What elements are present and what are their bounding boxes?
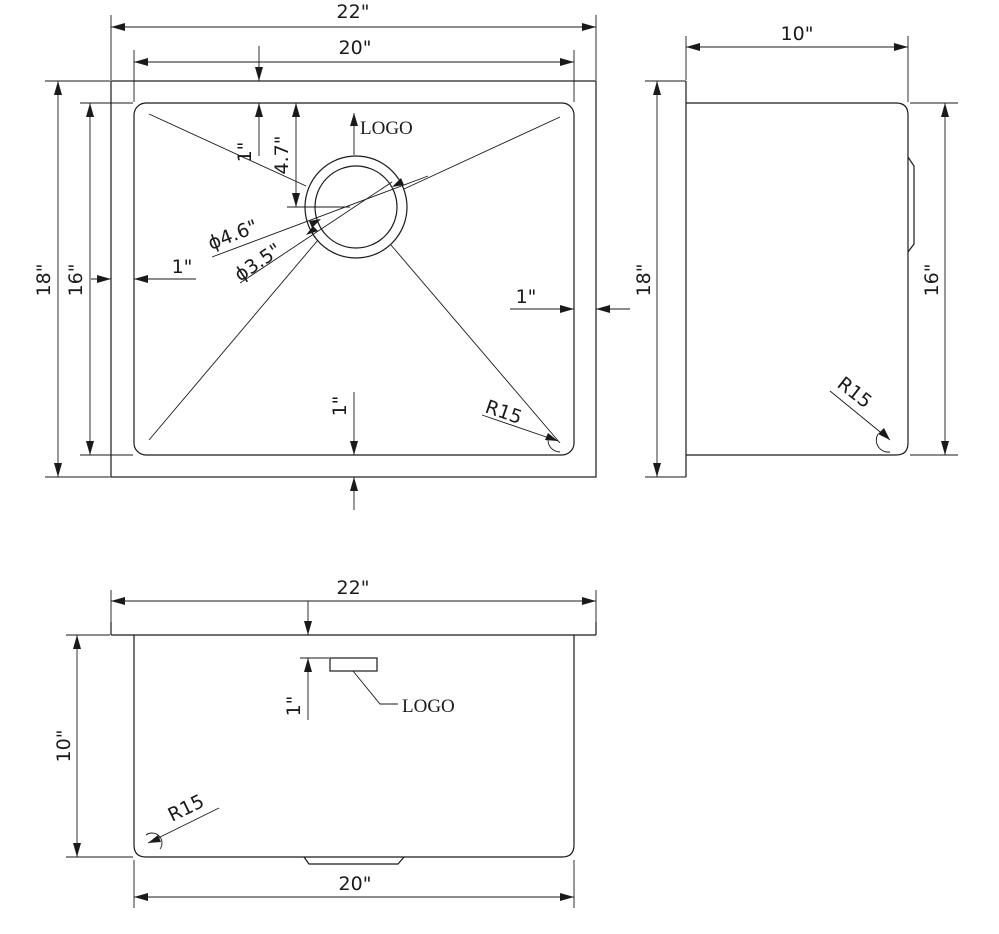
top-rear-margin-label: 1"	[234, 142, 256, 163]
slope-line	[148, 113, 307, 187]
front-bottom-width-label: 20"	[339, 873, 372, 895]
side-height-label: 10"	[781, 23, 814, 45]
side-bowl-depth-label: 16"	[921, 264, 943, 297]
top-right-margin-label: 1"	[516, 286, 537, 308]
front-logo-label: LOGO	[402, 696, 455, 717]
top-bowl-depth-label: 16"	[65, 264, 87, 297]
top-overall-depth-label: 18"	[33, 264, 55, 297]
front-logo-offset-label: 1"	[283, 696, 305, 717]
slope-line	[403, 116, 561, 190]
top-drain-offset-label: 4.7"	[271, 136, 293, 175]
slope-line	[148, 239, 319, 441]
front-height-label: 10"	[53, 730, 75, 763]
front-logo-plate	[329, 657, 378, 672]
top-corner-radius-label: R15	[482, 396, 525, 429]
top-overall-width-label: 22"	[337, 1, 370, 23]
slope-line	[390, 244, 561, 444]
front-view-drain-flange	[303, 856, 405, 865]
front-view: LOGO 22" 1" 10" R15 20"	[53, 577, 597, 908]
side-overall-depth-label: 18"	[633, 264, 655, 297]
top-view: 22" 20" 18" 16" 1" 1"	[33, 1, 630, 510]
front-overall-width-label: 22"	[337, 577, 370, 599]
side-view-drain-flange	[907, 156, 915, 253]
front-corner-radius-label: R15	[165, 790, 208, 826]
top-bowl-width-label: 20"	[339, 37, 372, 59]
top-drain-inner-diameter-label: ϕ3.5"	[230, 239, 285, 286]
front-view-body	[133, 635, 575, 858]
side-view-body	[686, 102, 909, 456]
top-logo-label: LOGO	[360, 118, 413, 139]
top-left-margin-label: 1"	[172, 256, 193, 278]
side-view: 10" 18" 16" R15	[633, 23, 958, 478]
side-corner-radius-label: R15	[833, 373, 876, 413]
top-front-margin-label: 1"	[329, 396, 351, 417]
